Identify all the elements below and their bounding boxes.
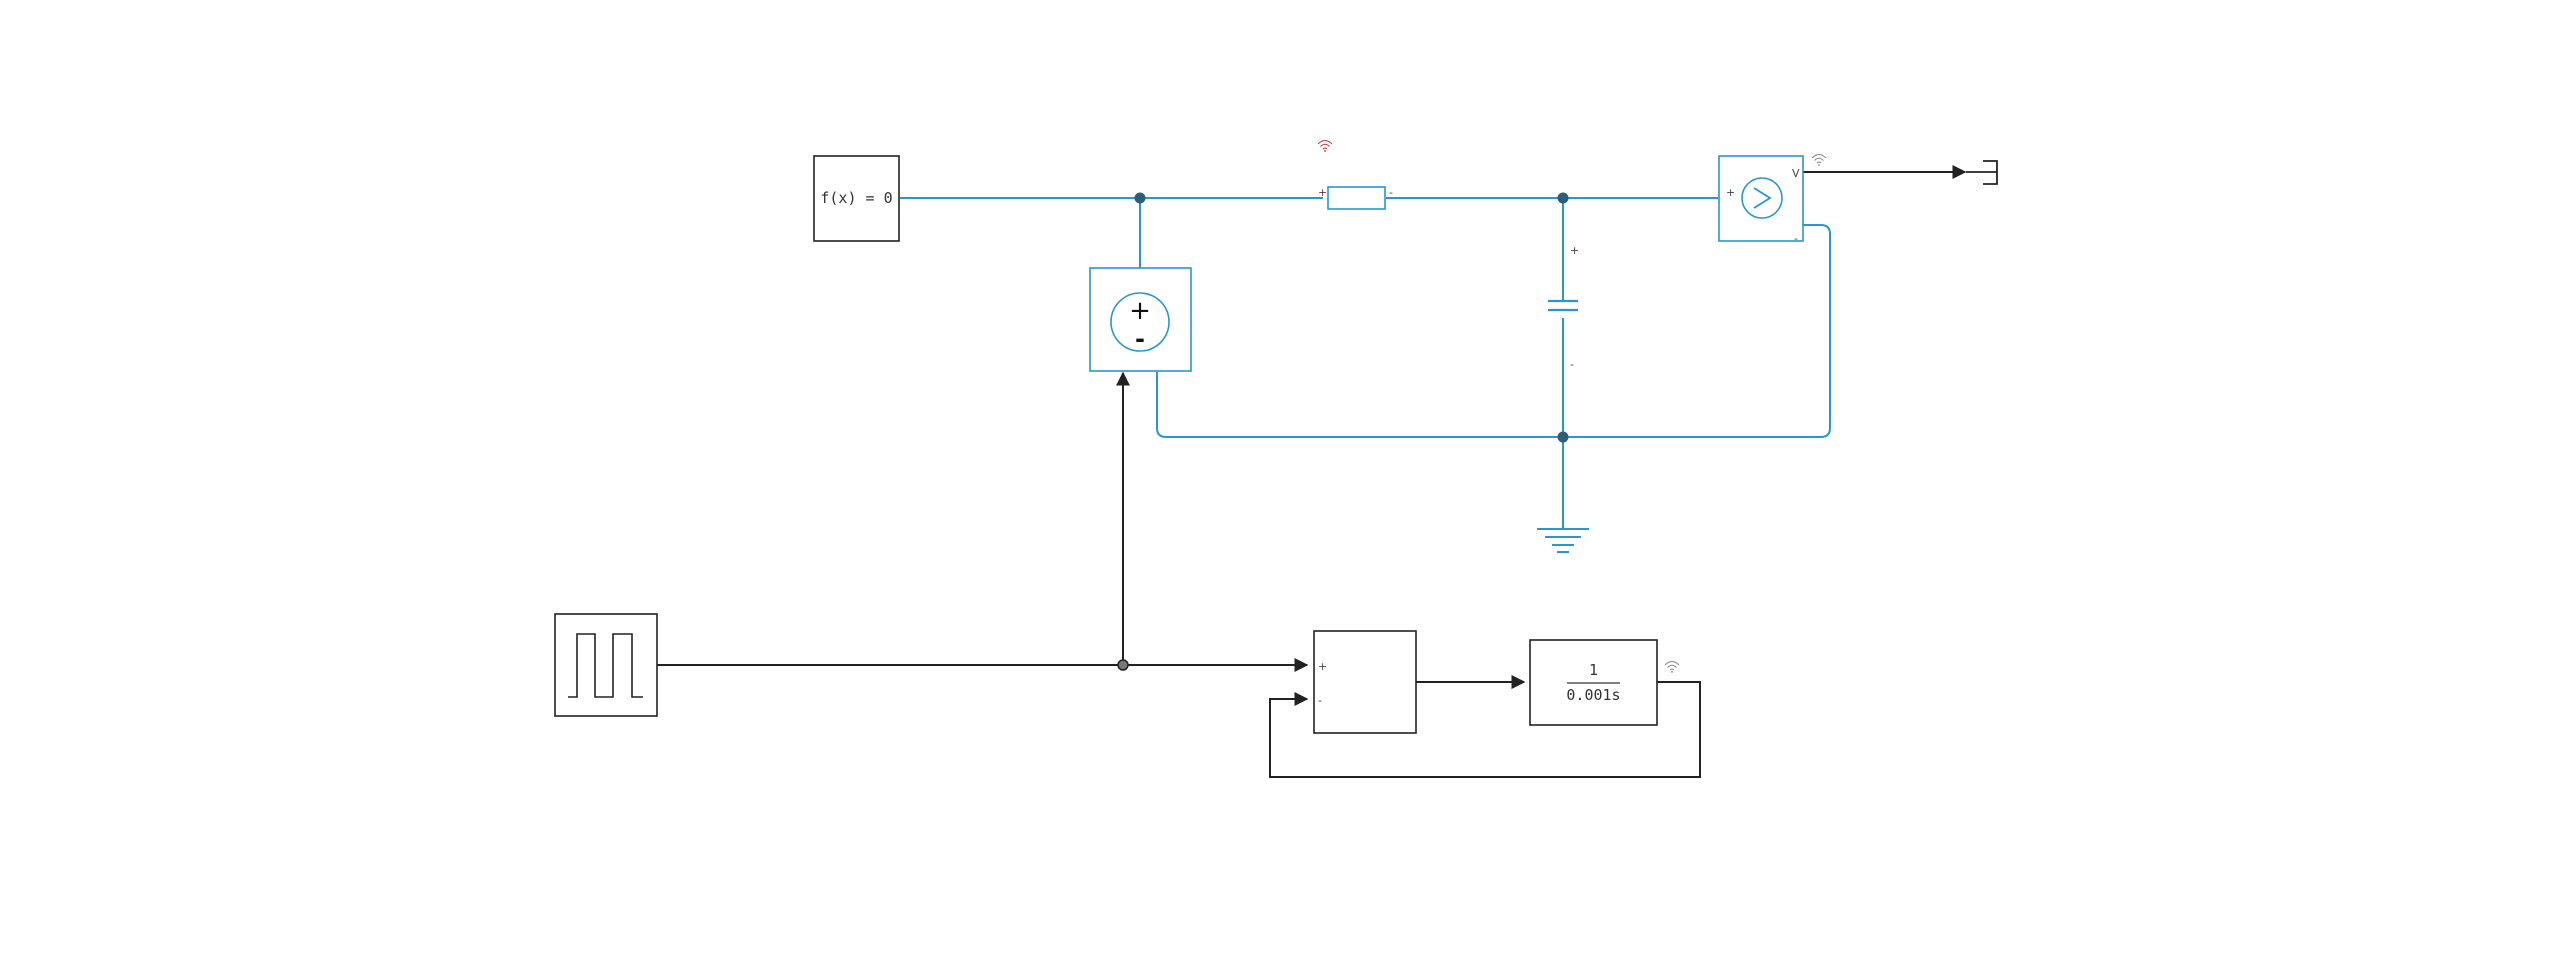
capacitor-block[interactable]: + - bbox=[1548, 244, 1579, 371]
tf-numerator: 1 bbox=[1589, 661, 1598, 679]
sum-plus-port: + bbox=[1318, 660, 1327, 673]
transfer-function-block[interactable]: 1 0.001s bbox=[1529, 639, 1658, 726]
sum-minus-port: - bbox=[1318, 694, 1322, 707]
resistor-plus-port: + bbox=[1318, 186, 1327, 199]
junction-node bbox=[1134, 192, 1146, 204]
source-minus-sign: - bbox=[1135, 325, 1145, 353]
junction-node bbox=[1557, 431, 1569, 443]
signal-feedback[interactable] bbox=[1269, 681, 1701, 778]
electrical-reference-block[interactable] bbox=[1537, 528, 1589, 553]
sensor-plus-port: + bbox=[1726, 186, 1735, 199]
tf-denominator: 0.001s bbox=[1566, 686, 1620, 704]
resistor-block[interactable]: + - bbox=[1318, 186, 1393, 210]
sensor-gauge-icon bbox=[1741, 177, 1783, 219]
source-circle-icon bbox=[1110, 292, 1170, 352]
controlled-voltage-source-block[interactable]: + - bbox=[1089, 267, 1192, 372]
junction-node bbox=[1557, 192, 1569, 204]
logging-wifi-icon[interactable] bbox=[1811, 154, 1827, 166]
capacitor-plus-port: + bbox=[1570, 244, 1579, 257]
capacitor-minus-port: - bbox=[1570, 358, 1574, 371]
sensor-minus-port: - bbox=[1794, 232, 1798, 245]
solver-configuration-block[interactable]: f(x) = 0 bbox=[813, 155, 900, 242]
physical-connections bbox=[900, 192, 1831, 528]
terminator-block[interactable] bbox=[1966, 160, 1998, 185]
sum-block[interactable]: + - bbox=[1313, 630, 1417, 734]
pulse-generator-block[interactable] bbox=[554, 613, 658, 717]
resistor-minus-port: - bbox=[1389, 186, 1393, 199]
pulse-waveform-icon bbox=[568, 633, 643, 698]
logging-wifi-icon[interactable] bbox=[1664, 661, 1680, 673]
branch-point bbox=[1117, 659, 1129, 671]
logging-wifi-icon[interactable] bbox=[1317, 140, 1333, 152]
solver-config-label: f(x) = 0 bbox=[820, 189, 892, 207]
signal-connections bbox=[657, 165, 1967, 778]
voltage-sensor-block[interactable]: + - V bbox=[1718, 155, 1804, 245]
source-plus-sign: + bbox=[1129, 296, 1151, 326]
wire-return-loop[interactable] bbox=[1156, 224, 1831, 438]
sensor-output-label: V bbox=[1792, 167, 1800, 180]
